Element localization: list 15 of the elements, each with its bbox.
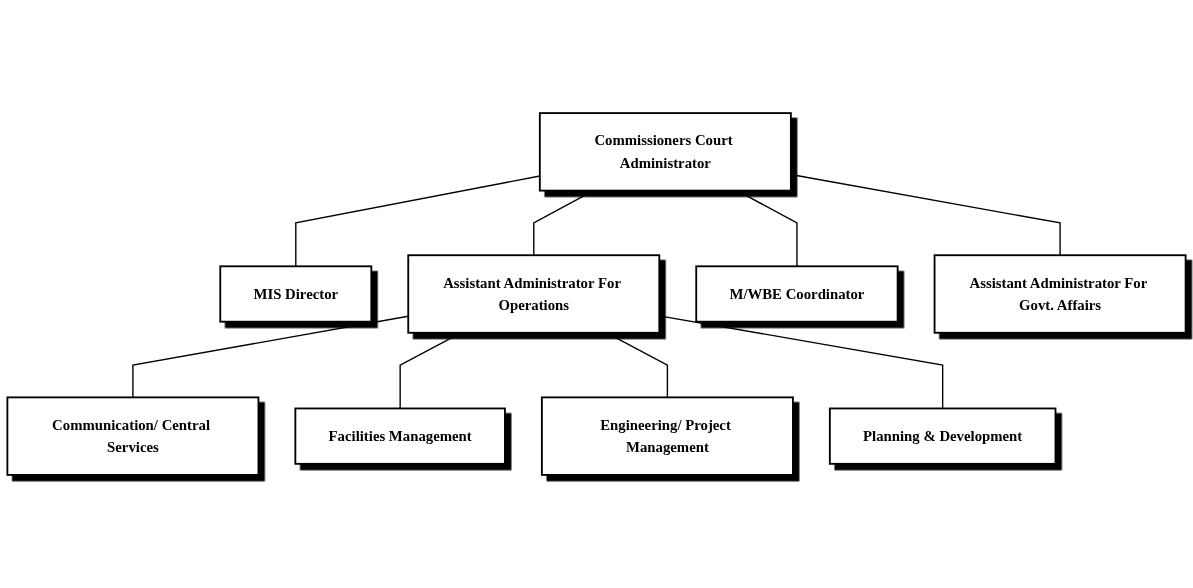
node-box: MIS Director xyxy=(219,265,373,323)
node-box: Communication/ Central Services xyxy=(6,396,260,476)
node-box: Planning & Development xyxy=(828,407,1057,465)
node-box: M/WBE Coordinator xyxy=(695,265,899,323)
node-box: Commissioners Court Administrator xyxy=(538,112,792,192)
connector xyxy=(736,189,798,267)
node-box: Assistant Administrator For Govt. Affairs xyxy=(933,254,1187,334)
connector xyxy=(790,173,1061,256)
node-box: Engineering/ Project Management xyxy=(540,396,794,476)
connector xyxy=(605,332,669,399)
node-box: Assistant Administrator For Operations xyxy=(407,254,661,334)
connector xyxy=(132,315,409,399)
connector xyxy=(533,189,595,256)
connector xyxy=(399,332,462,410)
node-box: Facilities Management xyxy=(294,407,506,465)
